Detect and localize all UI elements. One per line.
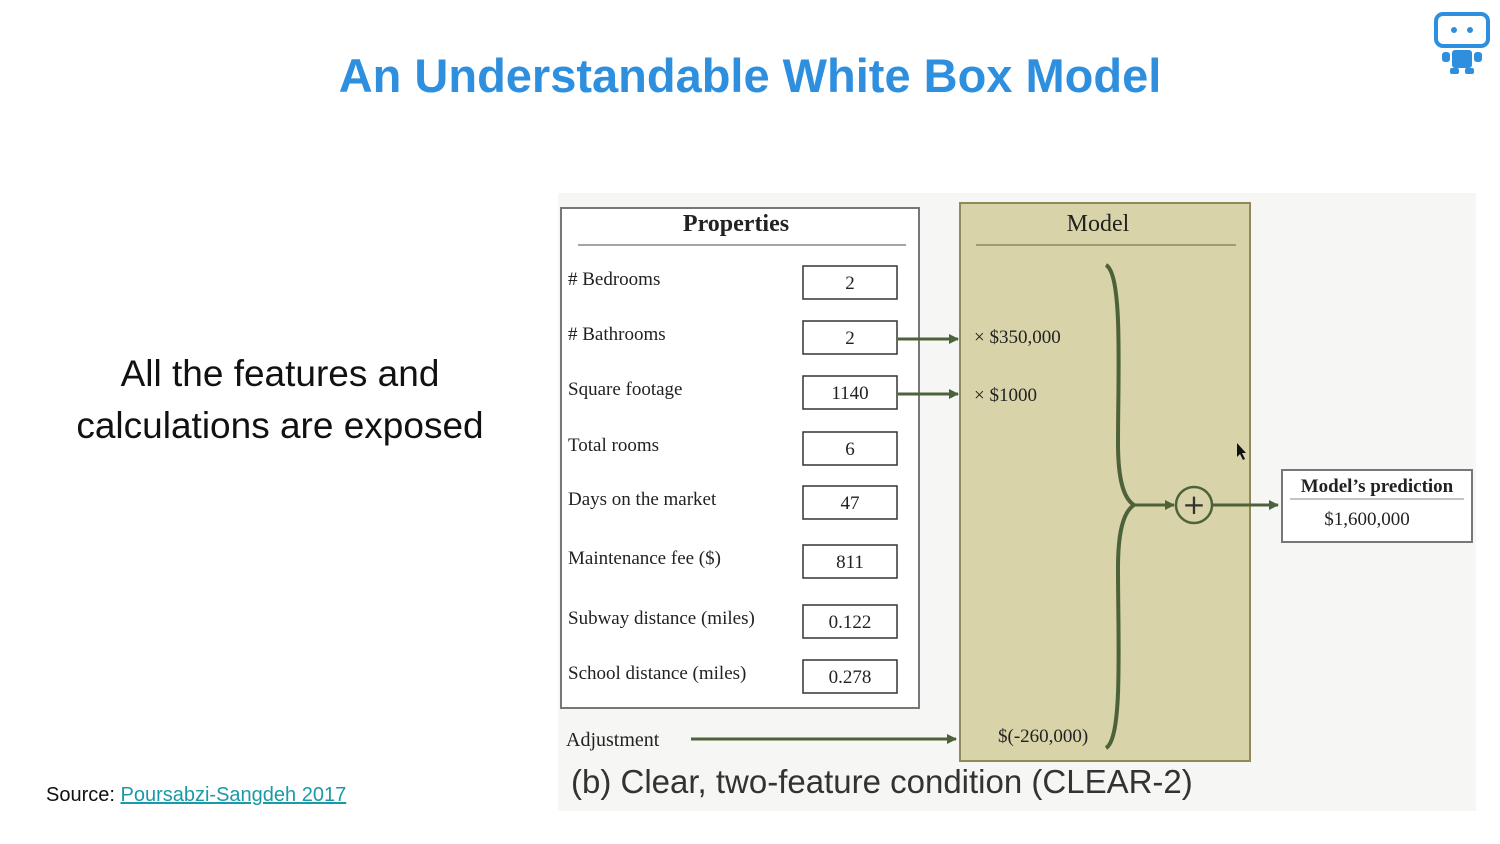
- property-label: Total rooms: [568, 435, 659, 456]
- source-label: Source:: [46, 784, 115, 806]
- property-value: 2: [845, 273, 855, 294]
- property-label: Maintenance fee ($): [568, 548, 721, 569]
- property-value: 2: [845, 328, 855, 349]
- adjustment-value: $(-260,000): [998, 726, 1088, 747]
- properties-heading: Properties: [683, 211, 789, 237]
- property-value: 1140: [831, 383, 868, 404]
- property-label: # Bathrooms: [568, 324, 666, 345]
- source-note: Source: Poursabzi-Sangdeh 2017: [46, 784, 346, 807]
- property-value: 811: [836, 552, 864, 573]
- bullet-line-2: calculations are exposed: [76, 405, 484, 446]
- prediction-heading: Model’s prediction: [1301, 476, 1454, 497]
- property-label: School distance (miles): [568, 663, 746, 684]
- property-value-box: [802, 659, 898, 694]
- property-value-box: [802, 544, 898, 579]
- robot-logo-icon: [1434, 12, 1490, 74]
- property-value-box: [802, 265, 898, 300]
- property-value-box: [802, 431, 898, 466]
- property-value-box: [802, 485, 898, 520]
- coef-sqft: × $1000: [974, 385, 1037, 406]
- slide-title: An Understandable White Box Model: [338, 49, 1162, 102]
- property-value: 6: [845, 439, 855, 460]
- mouse-cursor-icon: [1237, 443, 1246, 460]
- property-label: Days on the market: [568, 489, 717, 510]
- bullet-text: All the features and calculations are ex…: [50, 348, 510, 452]
- property-label: Subway distance (miles): [568, 608, 755, 629]
- property-value: 47: [841, 493, 860, 514]
- prediction-value: $1,600,000: [1324, 509, 1410, 530]
- property-value-box: [802, 604, 898, 639]
- adjustment-label: Adjustment: [566, 729, 660, 751]
- source-link[interactable]: Poursabzi-Sangdeh 2017: [120, 784, 347, 806]
- property-value: 0.122: [829, 612, 872, 633]
- model-heading: Model: [1067, 211, 1130, 237]
- prediction-box: [1281, 469, 1473, 543]
- property-value-box: [802, 320, 898, 355]
- property-label: Square footage: [568, 379, 682, 400]
- model-panel: [959, 202, 1251, 762]
- property-label: # Bedrooms: [568, 269, 660, 290]
- property-value: 0.278: [829, 667, 872, 688]
- bullet-line-1: All the features and: [120, 353, 440, 394]
- coef-bathrooms: × $350,000: [974, 327, 1061, 348]
- figure-caption: (b) Clear, two-feature condition (CLEAR-…: [571, 763, 1193, 800]
- plus-symbol: +: [1182, 488, 1205, 521]
- model-diagram: Properties # Bedrooms 2 # Bathrooms 2Square…: [560, 202, 1473, 800]
- property-value-box: [802, 375, 898, 410]
